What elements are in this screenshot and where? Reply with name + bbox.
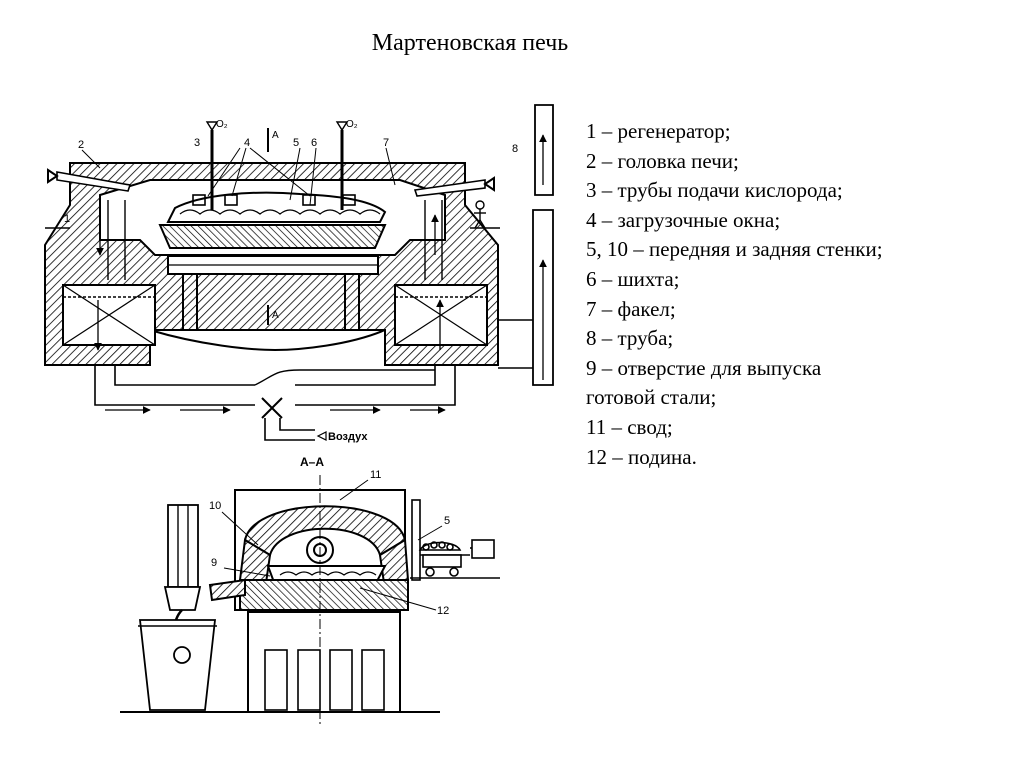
support-column bbox=[182, 273, 198, 331]
label-11: 11 bbox=[370, 469, 381, 481]
tap-spout bbox=[208, 578, 246, 602]
legend-item-tap-hole: 9 – отверстие для выпуска bbox=[586, 355, 822, 380]
label-12: 12 bbox=[437, 605, 449, 617]
label-4: 4 bbox=[244, 137, 250, 149]
label-a-bottom: A bbox=[272, 310, 279, 321]
operator-figure bbox=[474, 200, 486, 229]
legend: 1 – регенератор; 2 – головка печи; 3 – т… bbox=[586, 117, 1016, 472]
regenerator-right bbox=[394, 284, 488, 346]
ladle bbox=[138, 504, 217, 711]
bath-hearth bbox=[158, 224, 387, 249]
legend-item-tap-hole-cont: готовой стали; bbox=[586, 385, 717, 410]
chimney bbox=[534, 104, 554, 196]
label-6: 6 bbox=[311, 137, 317, 149]
air-valve bbox=[261, 397, 283, 419]
legend-item-loading-windows: 4 – загрузочные окна; bbox=[586, 207, 781, 232]
legend-item-hearth: 12 – подина. bbox=[586, 444, 697, 469]
legend-item-oxygen-pipes: 3 – трубы подачи кислорода; bbox=[586, 178, 843, 203]
label-9: 9 bbox=[211, 557, 217, 569]
legend-item-regenerator: 1 – регенератор; bbox=[586, 119, 731, 143]
legend-item-roof: 11 – свод; bbox=[586, 414, 673, 439]
charge bbox=[166, 191, 387, 223]
legend-item-walls: 5, 10 – передняя и задняя стенки; bbox=[586, 237, 883, 262]
legend-item-furnace-head: 2 – головка печи; bbox=[586, 148, 739, 173]
longitudinal-section bbox=[44, 104, 554, 441]
label-7: 7 bbox=[383, 137, 389, 149]
page-title: Мартеновская печь bbox=[371, 30, 569, 56]
legend-item-charge: 6 – шихта; bbox=[586, 266, 680, 291]
top-section-labels: 2 1 3 4 5 6 7 8 O₂ O₂ A A Воздух bbox=[64, 119, 518, 443]
legend-item-chimney: 8 – труба; bbox=[586, 326, 674, 351]
legend-item-flame: 7 – факел; bbox=[586, 296, 676, 321]
hearth bbox=[239, 579, 409, 611]
label-2: 2 bbox=[78, 139, 84, 151]
label-o2-left: O₂ bbox=[216, 119, 228, 130]
label-10: 10 bbox=[209, 500, 221, 512]
flue-ducts bbox=[94, 365, 255, 406]
label-air: Воздух bbox=[328, 431, 368, 443]
cross-section-labels: А–А 11 10 9 5 12 bbox=[209, 455, 450, 617]
label-5: 5 bbox=[293, 137, 299, 149]
label-3: 3 bbox=[194, 137, 200, 149]
cross-section-a-a bbox=[120, 475, 500, 725]
label-a-top: A bbox=[272, 130, 279, 141]
label-o2-right: O₂ bbox=[346, 119, 358, 130]
charging-machine bbox=[410, 499, 500, 581]
regenerator-left bbox=[62, 284, 156, 346]
label-8: 8 bbox=[512, 143, 518, 155]
loading-window bbox=[192, 194, 206, 206]
label-5b: 5 bbox=[444, 515, 450, 527]
label-1: 1 bbox=[64, 213, 70, 225]
label-section-a-a: А–А bbox=[300, 455, 324, 469]
